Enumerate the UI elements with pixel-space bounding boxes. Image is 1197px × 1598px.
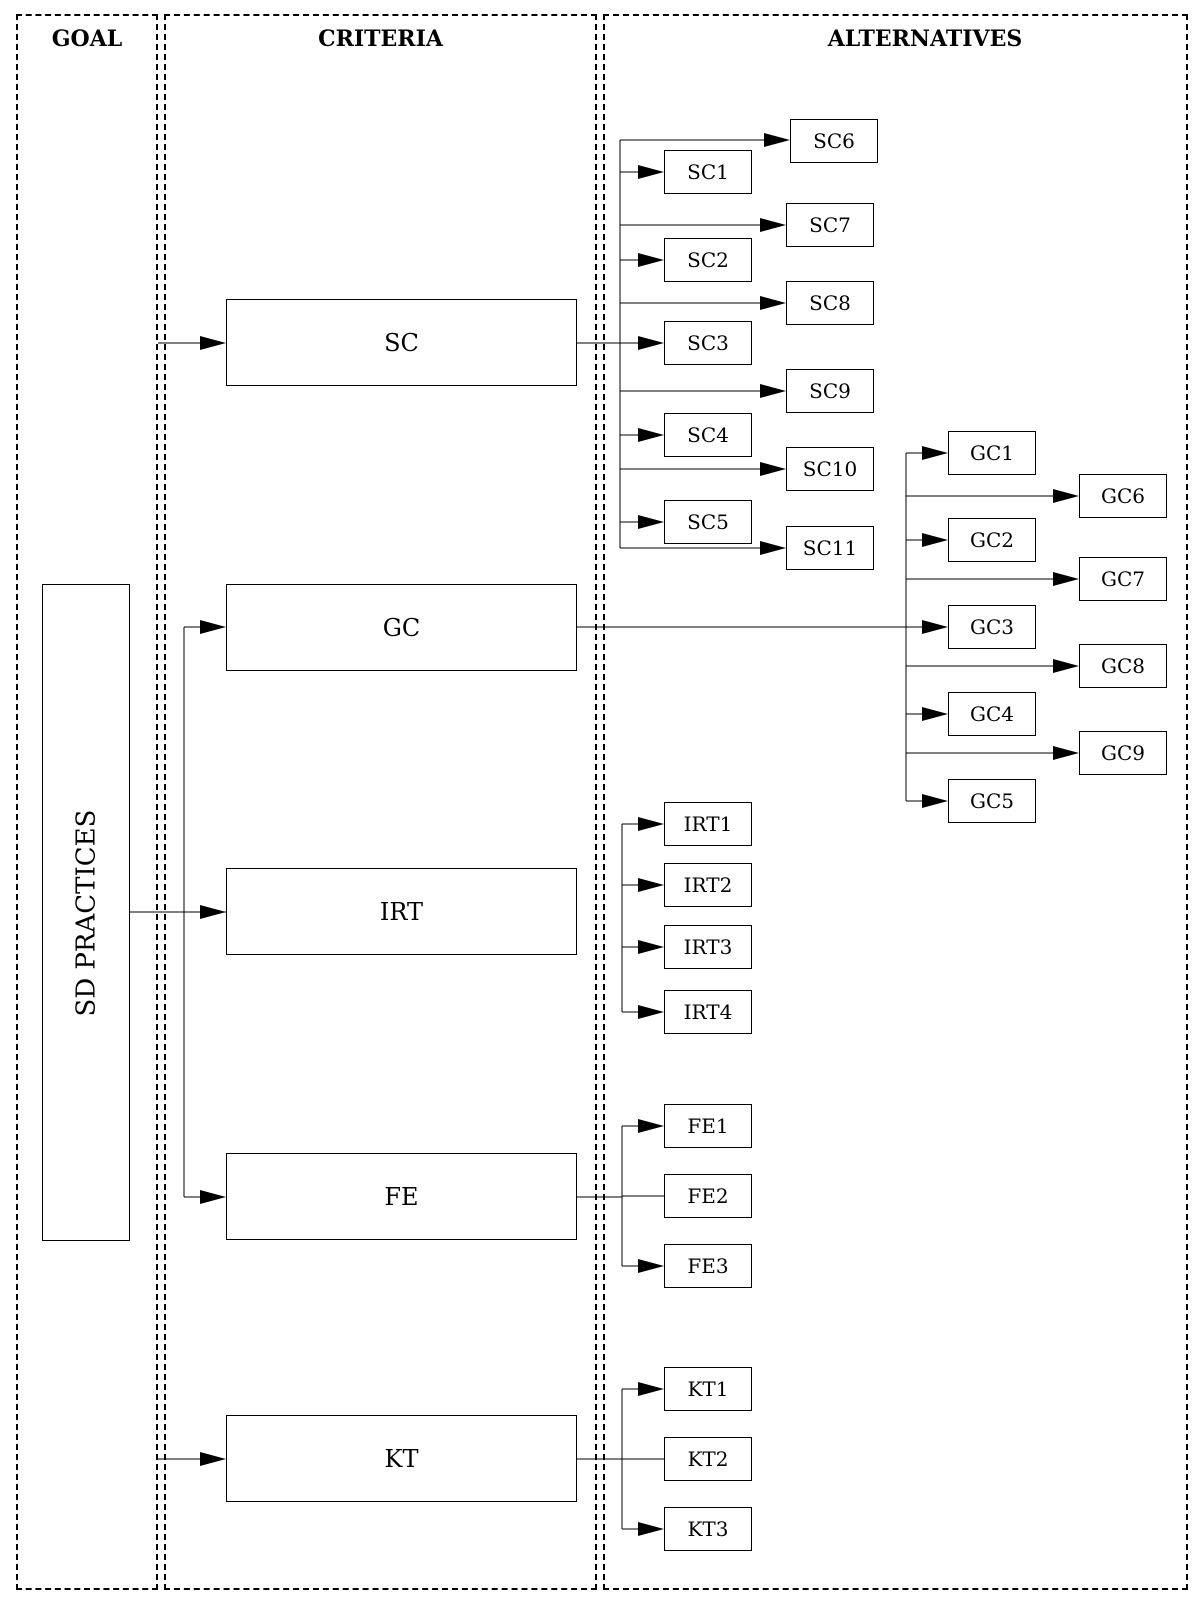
arrowhead (922, 533, 948, 547)
alt-sc8: SC8 (786, 281, 874, 325)
arrowhead (200, 1452, 226, 1466)
alt-sc7: SC7 (786, 203, 874, 247)
arrowhead (200, 336, 226, 350)
arrowhead (922, 707, 948, 721)
alt-sc2: SC2 (664, 238, 752, 282)
alt-gc6: GC6 (1079, 474, 1167, 518)
arrowhead (638, 1382, 664, 1396)
arrowhead (760, 384, 786, 398)
arrowhead (1053, 572, 1079, 586)
goal-panel (16, 14, 158, 1590)
arrowhead (200, 905, 226, 919)
alt-sc9: SC9 (786, 369, 874, 413)
arrowhead (638, 336, 664, 350)
arrowhead (922, 794, 948, 808)
arrowhead (638, 817, 664, 831)
alt-gc5: GC5 (948, 779, 1036, 823)
arrowhead (638, 1119, 664, 1133)
alt-irt3: IRT3 (664, 925, 752, 969)
arrowhead (764, 133, 790, 147)
arrowhead (638, 940, 664, 954)
criterion-irt: IRT (226, 868, 577, 955)
arrowhead (760, 296, 786, 310)
alt-kt3: KT3 (664, 1507, 752, 1551)
alt-sc11: SC11 (786, 526, 874, 570)
arrowhead (760, 541, 786, 555)
arrowhead (922, 620, 948, 634)
alt-gc3: GC3 (948, 605, 1036, 649)
alt-kt2: KT2 (664, 1437, 752, 1481)
criterion-sc: SC (226, 299, 577, 386)
alt-irt1: IRT1 (664, 802, 752, 846)
arrowhead (638, 1522, 664, 1536)
arrowhead (760, 218, 786, 232)
arrowhead (1053, 659, 1079, 673)
arrowhead (1053, 489, 1079, 503)
alt-gc2: GC2 (948, 518, 1036, 562)
arrowhead (638, 428, 664, 442)
goal-header: GOAL (51, 26, 123, 52)
alt-kt1: KT1 (664, 1367, 752, 1411)
goal-box: SD PRACTICES (42, 584, 130, 1241)
arrowhead (200, 620, 226, 634)
alt-sc1: SC1 (664, 150, 752, 194)
alt-gc1: GC1 (948, 431, 1036, 475)
alt-sc10: SC10 (786, 447, 874, 491)
alternatives-header: ALTERNATIVES (827, 26, 1023, 52)
alt-gc8: GC8 (1079, 644, 1167, 688)
criterion-kt: KT (226, 1415, 577, 1502)
arrowhead (638, 165, 664, 179)
arrowhead (922, 446, 948, 460)
alt-fe3: FE3 (664, 1244, 752, 1288)
criterion-gc: GC (226, 584, 577, 671)
goal-label: SD PRACTICES (71, 809, 101, 1016)
alt-irt4: IRT4 (664, 990, 752, 1034)
arrowhead (638, 1259, 664, 1273)
arrowhead (760, 462, 786, 476)
arrowhead (1053, 746, 1079, 760)
alt-fe2: FE2 (664, 1174, 752, 1218)
alt-sc5: SC5 (664, 500, 752, 544)
arrowhead (638, 515, 664, 529)
arrowhead (200, 1190, 226, 1204)
arrowhead (638, 1005, 664, 1019)
alt-sc6: SC6 (790, 119, 878, 163)
alt-gc9: GC9 (1079, 731, 1167, 775)
criteria-panel (164, 14, 597, 1590)
alt-fe1: FE1 (664, 1104, 752, 1148)
alt-sc3: SC3 (664, 321, 752, 365)
alternatives-panel (603, 14, 1188, 1590)
arrowhead (638, 253, 664, 267)
alt-gc7: GC7 (1079, 557, 1167, 601)
criterion-fe: FE (226, 1153, 577, 1240)
alt-irt2: IRT2 (664, 863, 752, 907)
alt-gc4: GC4 (948, 692, 1036, 736)
criteria-header: CRITERIA (318, 26, 443, 52)
alt-sc4: SC4 (664, 413, 752, 457)
arrowhead (638, 878, 664, 892)
